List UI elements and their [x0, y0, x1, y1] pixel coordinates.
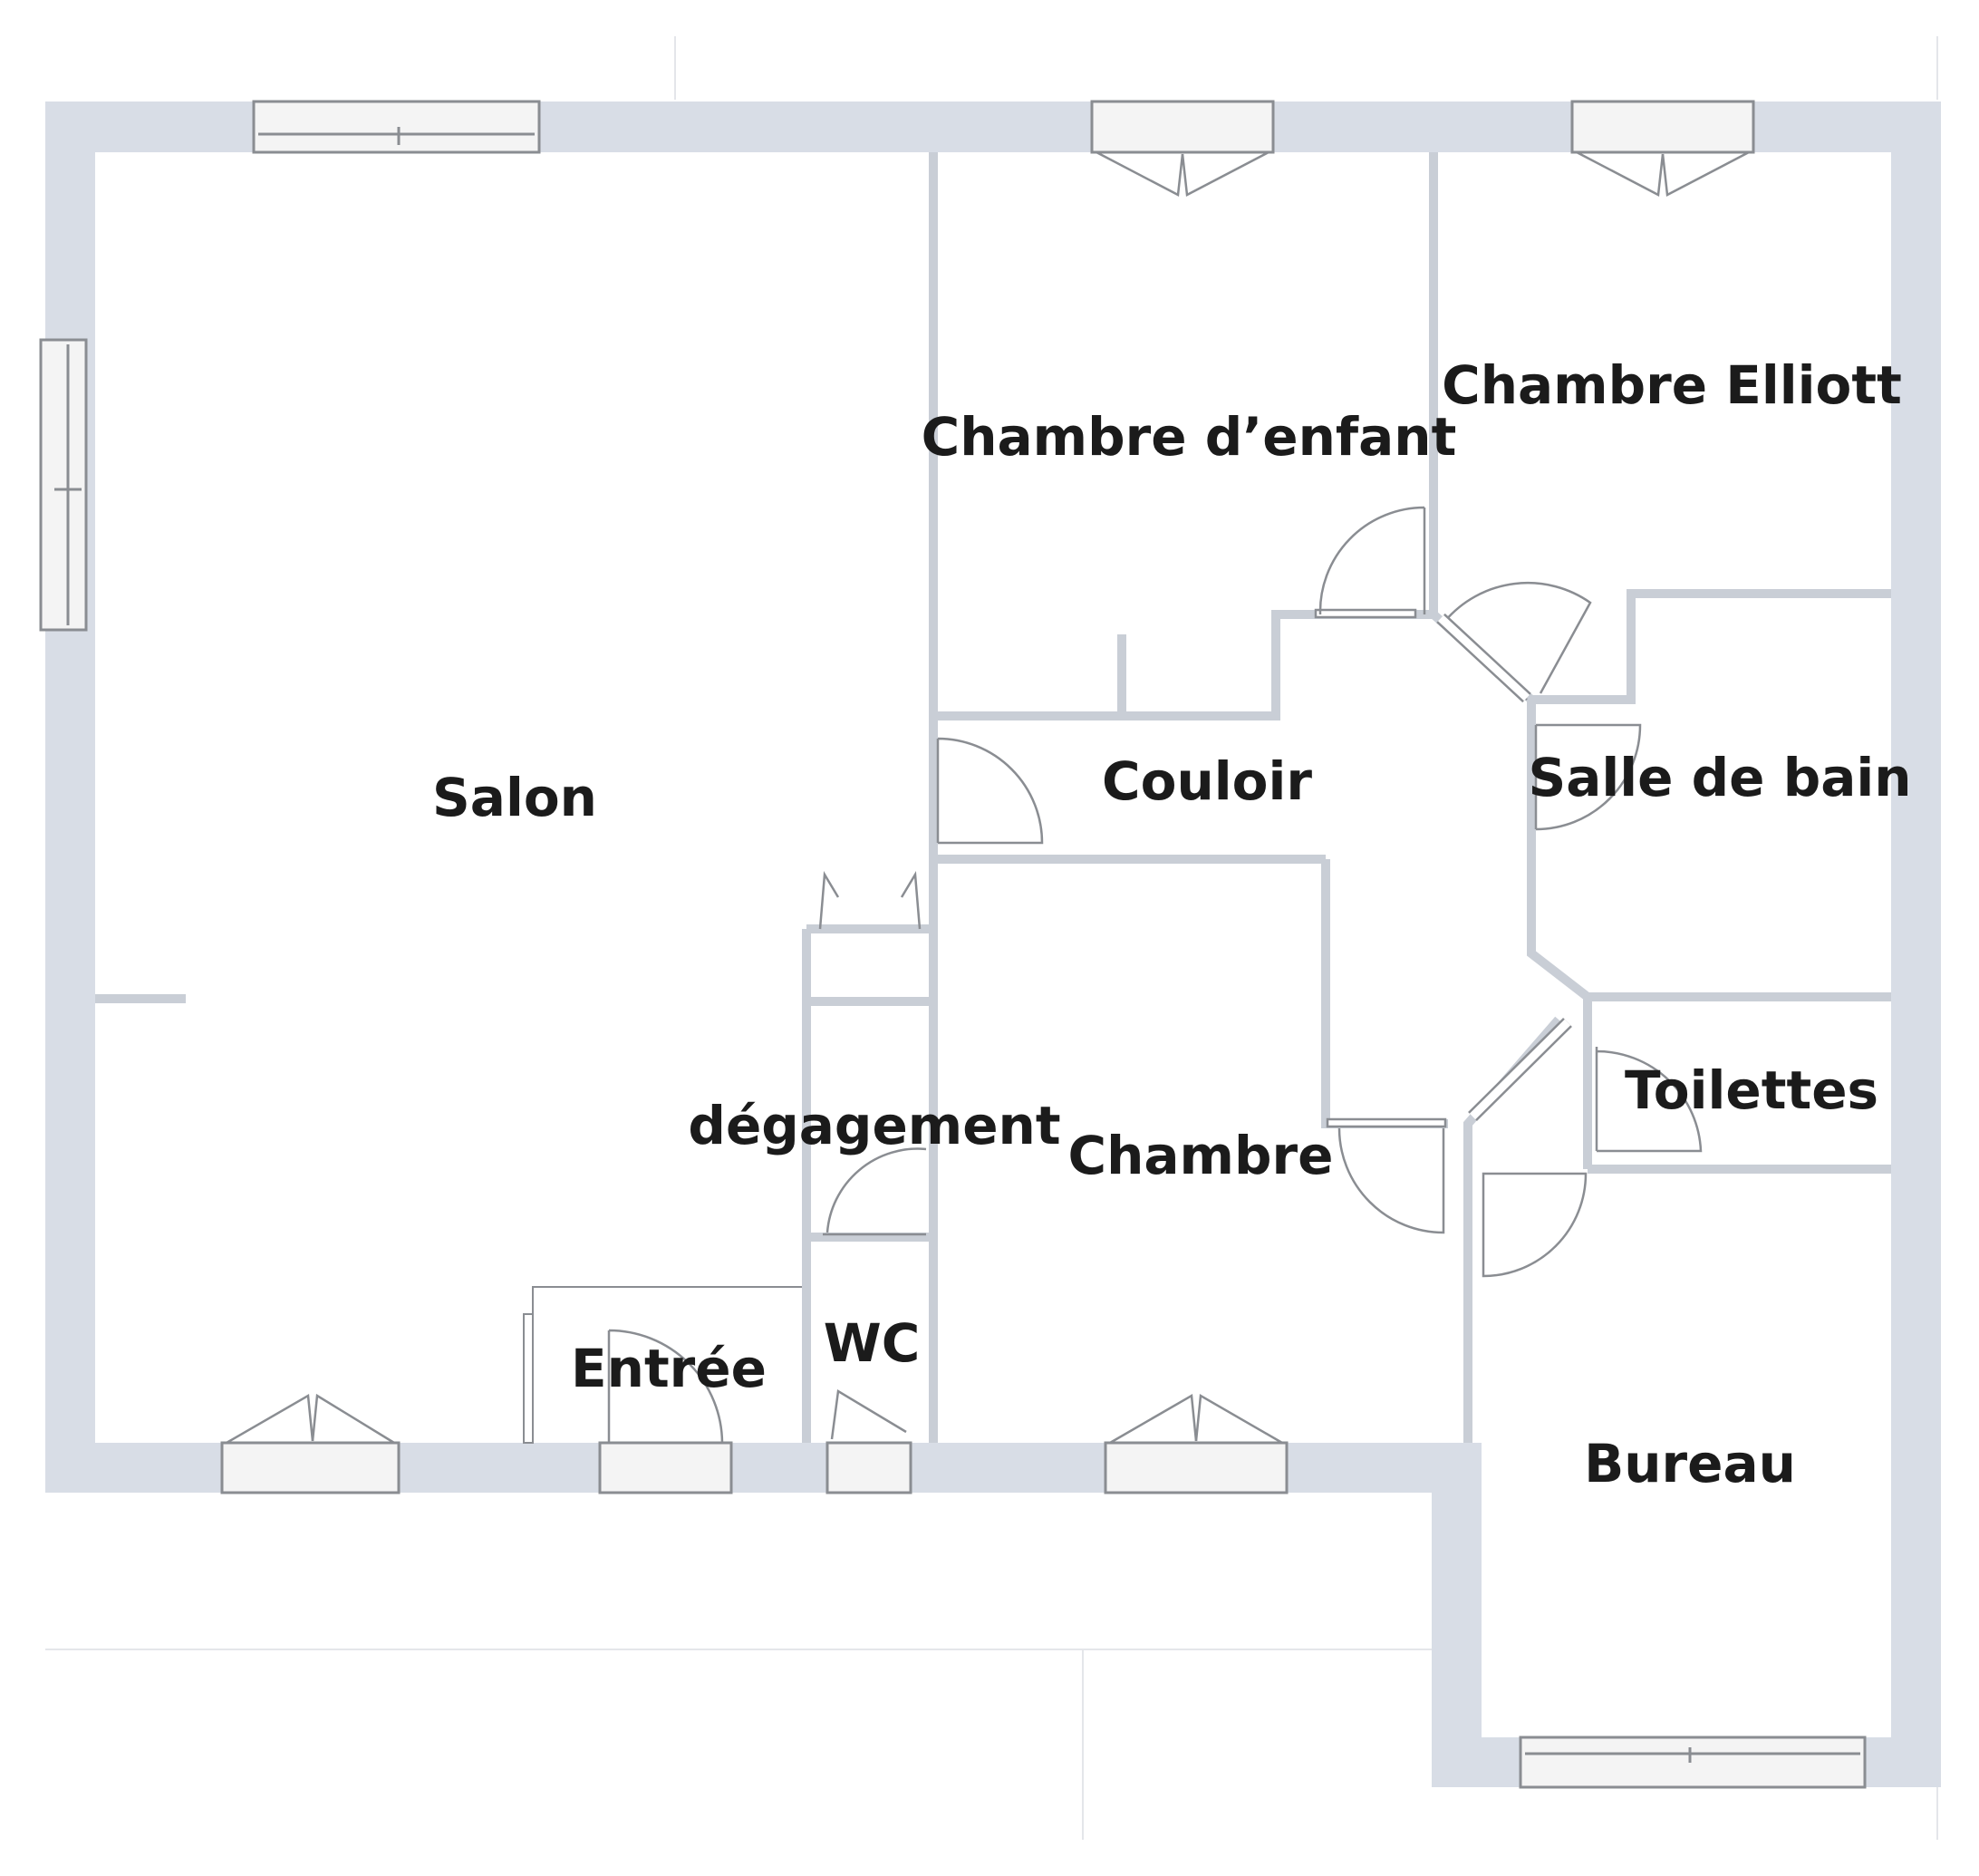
window-salon-top: [252, 100, 541, 154]
window-chambre-enfant: [1090, 100, 1275, 154]
room-label-bureau: Bureau: [1584, 1433, 1796, 1494]
room-label-degagement: dégagement: [688, 1095, 1061, 1156]
doors: [607, 506, 1703, 1444]
room-label-entree: Entrée: [571, 1338, 767, 1399]
window-salon-left: [39, 338, 88, 632]
entree-partition: [523, 1286, 802, 1444]
room-label-salon: Salon: [432, 767, 597, 828]
interior-walls: [95, 152, 1891, 1443]
window-salon-bottom: [220, 1441, 401, 1494]
room-label-toilettes: Toilettes: [1624, 1059, 1879, 1121]
room-label-couloir: Couloir: [1102, 750, 1312, 812]
window-wc: [825, 1441, 912, 1494]
room-label-chambre-enfant: Chambre d’enfant: [921, 406, 1457, 468]
windows: [39, 100, 1867, 1789]
window-chambre: [1104, 1441, 1289, 1494]
window-chambre-elliott: [1570, 100, 1755, 154]
window-swings: [226, 150, 1750, 1445]
window-bureau: [1519, 1736, 1867, 1789]
room-label-salle-de-bain: Salle de bain: [1528, 747, 1912, 808]
window-entree: [598, 1441, 733, 1494]
room-label-chambre: Chambre: [1067, 1125, 1334, 1186]
guide-lines: [45, 36, 1938, 1840]
room-label-chambre-elliott: Chambre Elliott: [1442, 354, 1902, 416]
room-label-wc: WC: [823, 1312, 921, 1374]
